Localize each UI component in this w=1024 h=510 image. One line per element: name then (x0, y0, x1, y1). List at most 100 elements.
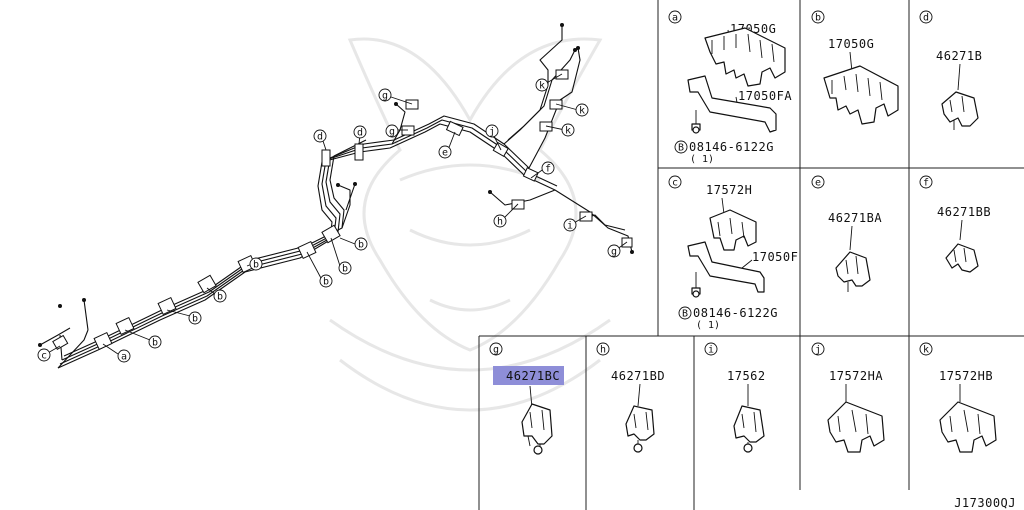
cell-c-bolt-qty: ( 1) (696, 320, 720, 331)
callout-b: b (338, 261, 352, 275)
callout-k: k (561, 123, 575, 137)
callout-j-text: j (489, 127, 495, 138)
callout-b: b (213, 289, 227, 303)
clip-46271BC-icon (521, 403, 553, 455)
pipe-routing: a b b b b b b b c d d e f g g g h i j k … (37, 23, 634, 369)
callout-d: d (353, 125, 367, 139)
callout-f: f (541, 161, 555, 175)
cell-e[interactable]: e 46271BA (811, 175, 882, 292)
callout-k-text: k (565, 126, 571, 137)
cell-i[interactable]: i 17562 (704, 342, 766, 453)
cell-k-letter: k (923, 345, 929, 356)
callout-k: k (575, 103, 589, 117)
cell-g[interactable]: g 46271BC (489, 342, 564, 455)
callout-c: c (37, 348, 51, 362)
callout-h-text: h (497, 217, 503, 228)
cell-e-letter: e (815, 178, 821, 189)
callout-b: b (354, 237, 368, 251)
callout-a-text: a (121, 352, 127, 363)
parts-grid (478, 0, 1024, 510)
cell-d-letter: d (923, 13, 929, 24)
cell-i-letter: i (708, 345, 714, 356)
callout-g: g (378, 88, 392, 102)
callout-a: a (117, 349, 131, 363)
callout-g-text: g (611, 247, 617, 258)
callout-i-text: i (567, 221, 573, 232)
callout-e: e (438, 145, 452, 159)
callout-k: k (535, 78, 549, 92)
callout-g: g (607, 244, 621, 258)
cell-a-bolt-qty: ( 1) (690, 154, 714, 165)
callout-c-text: c (41, 351, 47, 362)
overview-callouts: a b b b b b b b c d d e f g g g h i j k … (37, 78, 621, 363)
cell-g-letter: g (493, 345, 499, 356)
callout-g-text: g (389, 127, 395, 138)
cell-b-letter: b (815, 13, 821, 24)
clamp-17572H-icon (709, 209, 757, 251)
cell-h[interactable]: h 46271BD (596, 342, 665, 453)
cell-d-part-number: 46271B (936, 49, 982, 63)
cell-k[interactable]: k 17572HB (919, 342, 997, 453)
cell-f-letter: f (923, 178, 929, 189)
cell-k-part-number: 17572HB (939, 369, 993, 383)
cell-j-part-number: 17572HA (829, 369, 883, 383)
clip-17562-icon (733, 405, 765, 453)
watermark (329, 37, 611, 412)
callout-b: b (319, 274, 333, 288)
cell-c-bolt-number: 08146-6122G (693, 306, 778, 320)
callout-b: b (249, 257, 263, 271)
callout-b-text: b (323, 277, 329, 288)
callout-b-text: b (217, 292, 223, 303)
diagram-code: J17300QJ (954, 496, 1016, 510)
callout-j: j (485, 124, 499, 138)
cell-c-letter: c (672, 178, 678, 189)
callout-d-text: d (357, 128, 363, 139)
bolt-type-letter: B (678, 143, 684, 154)
callout-b: b (148, 335, 162, 349)
callout-k-text: k (539, 81, 545, 92)
clip-46271B-icon (941, 91, 979, 130)
cell-e-part-number: 46271BA (828, 211, 882, 225)
cell-f-part-number: 46271BB (937, 205, 991, 219)
callout-i: i (563, 218, 577, 232)
cell-j[interactable]: j 17572HA (811, 342, 885, 453)
clip-46271BB-icon (945, 243, 979, 273)
clamp-17050G-icon (823, 65, 899, 125)
cell-j-letter: j (815, 345, 821, 356)
cell-a[interactable]: a 17050G 17050FA B 08146-6122G ( 1) (668, 10, 792, 165)
callout-b-text: b (342, 264, 348, 275)
bolt-icon (691, 272, 701, 298)
callout-b-text: b (192, 314, 198, 325)
bracket-17050F-icon (687, 241, 765, 293)
callout-g-text: g (382, 91, 388, 102)
cell-b-part-number: 17050G (828, 37, 874, 51)
clip-46271BA-icon (835, 251, 871, 292)
callout-b: b (188, 311, 202, 325)
cell-a-bolt-number: 08146-6122G (689, 140, 774, 154)
callout-b-text: b (358, 240, 364, 251)
callout-b-text: b (152, 338, 158, 349)
bolt-icon (691, 110, 701, 134)
callout-g: g (385, 124, 399, 138)
callout-k-text: k (579, 106, 585, 117)
cell-h-letter: h (600, 345, 606, 356)
cell-b[interactable]: b 17050G (811, 10, 899, 125)
bracket-17050FA-icon (687, 75, 777, 133)
cell-a-part-number-2: 17050FA (738, 89, 792, 103)
clip-46271BD-icon (625, 405, 655, 453)
cell-h-part-number: 46271BD (611, 369, 665, 383)
cell-g-part-number: 46271BC (506, 369, 560, 383)
clamp-17572HB-icon (939, 401, 997, 453)
cell-f[interactable]: f 46271BB (919, 175, 991, 273)
cell-i-part-number: 17562 (727, 369, 766, 383)
cell-d[interactable]: d 46271B (919, 10, 982, 130)
cell-a-letter: a (672, 13, 678, 24)
selected-part-highlight (493, 366, 564, 385)
cell-c-part-number-2: 17050F (752, 250, 798, 264)
callout-d-text: d (317, 132, 323, 143)
callout-b-text: b (253, 260, 259, 271)
clamp-17050G-icon (704, 27, 786, 87)
cell-c[interactable]: c 17572H 17050F B 08146-6122G ( 1) (668, 175, 798, 331)
cell-c-part-number: 17572H (706, 183, 752, 197)
